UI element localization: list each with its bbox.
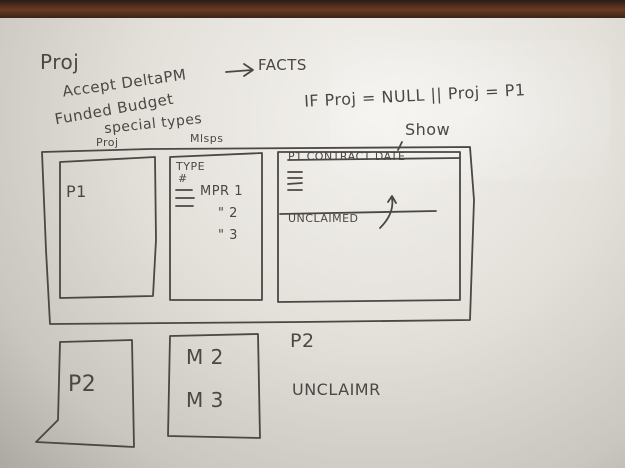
milestone-item: " 3	[218, 228, 238, 243]
milestone-header: TYPE	[176, 160, 206, 173]
label-milestones: Mlsps	[190, 132, 224, 145]
milestone-item: " 2	[218, 206, 238, 221]
milestone-dashes	[175, 189, 195, 207]
lower-p2-label: P2	[68, 372, 97, 397]
curved-arrow	[379, 195, 397, 229]
project-panel-box	[59, 156, 157, 299]
arrow-to-facts	[225, 63, 254, 77]
contract-unclaimed: UNCLAIMED	[288, 212, 359, 225]
note-proj: Proj	[40, 50, 80, 74]
project-item-p1: P1	[66, 182, 87, 201]
lower-p2-right: P2	[290, 330, 315, 352]
milestone-item: MPR 1	[200, 184, 243, 199]
contract-divider	[279, 210, 437, 215]
milestone-panel-box	[169, 152, 263, 301]
contract-header: P1 CONTRACT DATE	[288, 150, 406, 163]
lower-m2: M 2	[186, 345, 224, 369]
lower-m-box	[167, 333, 261, 439]
contract-list-lines	[287, 171, 303, 191]
note-facts: FACTS	[258, 56, 307, 74]
label-projects: Proj	[96, 136, 119, 149]
contract-line-1	[287, 157, 461, 161]
lower-m3: M 3	[186, 388, 224, 412]
lower-unclaimed: UNCLAIMR	[292, 380, 381, 399]
milestone-hash: #	[178, 172, 188, 185]
show-arrow-stroke	[397, 141, 403, 151]
lower-p2-box	[35, 339, 135, 448]
whiteboard-frame	[0, 0, 625, 18]
contract-panel-box	[277, 151, 461, 303]
outer-frame-sketch	[41, 146, 475, 325]
condition-show: Show	[405, 120, 451, 139]
